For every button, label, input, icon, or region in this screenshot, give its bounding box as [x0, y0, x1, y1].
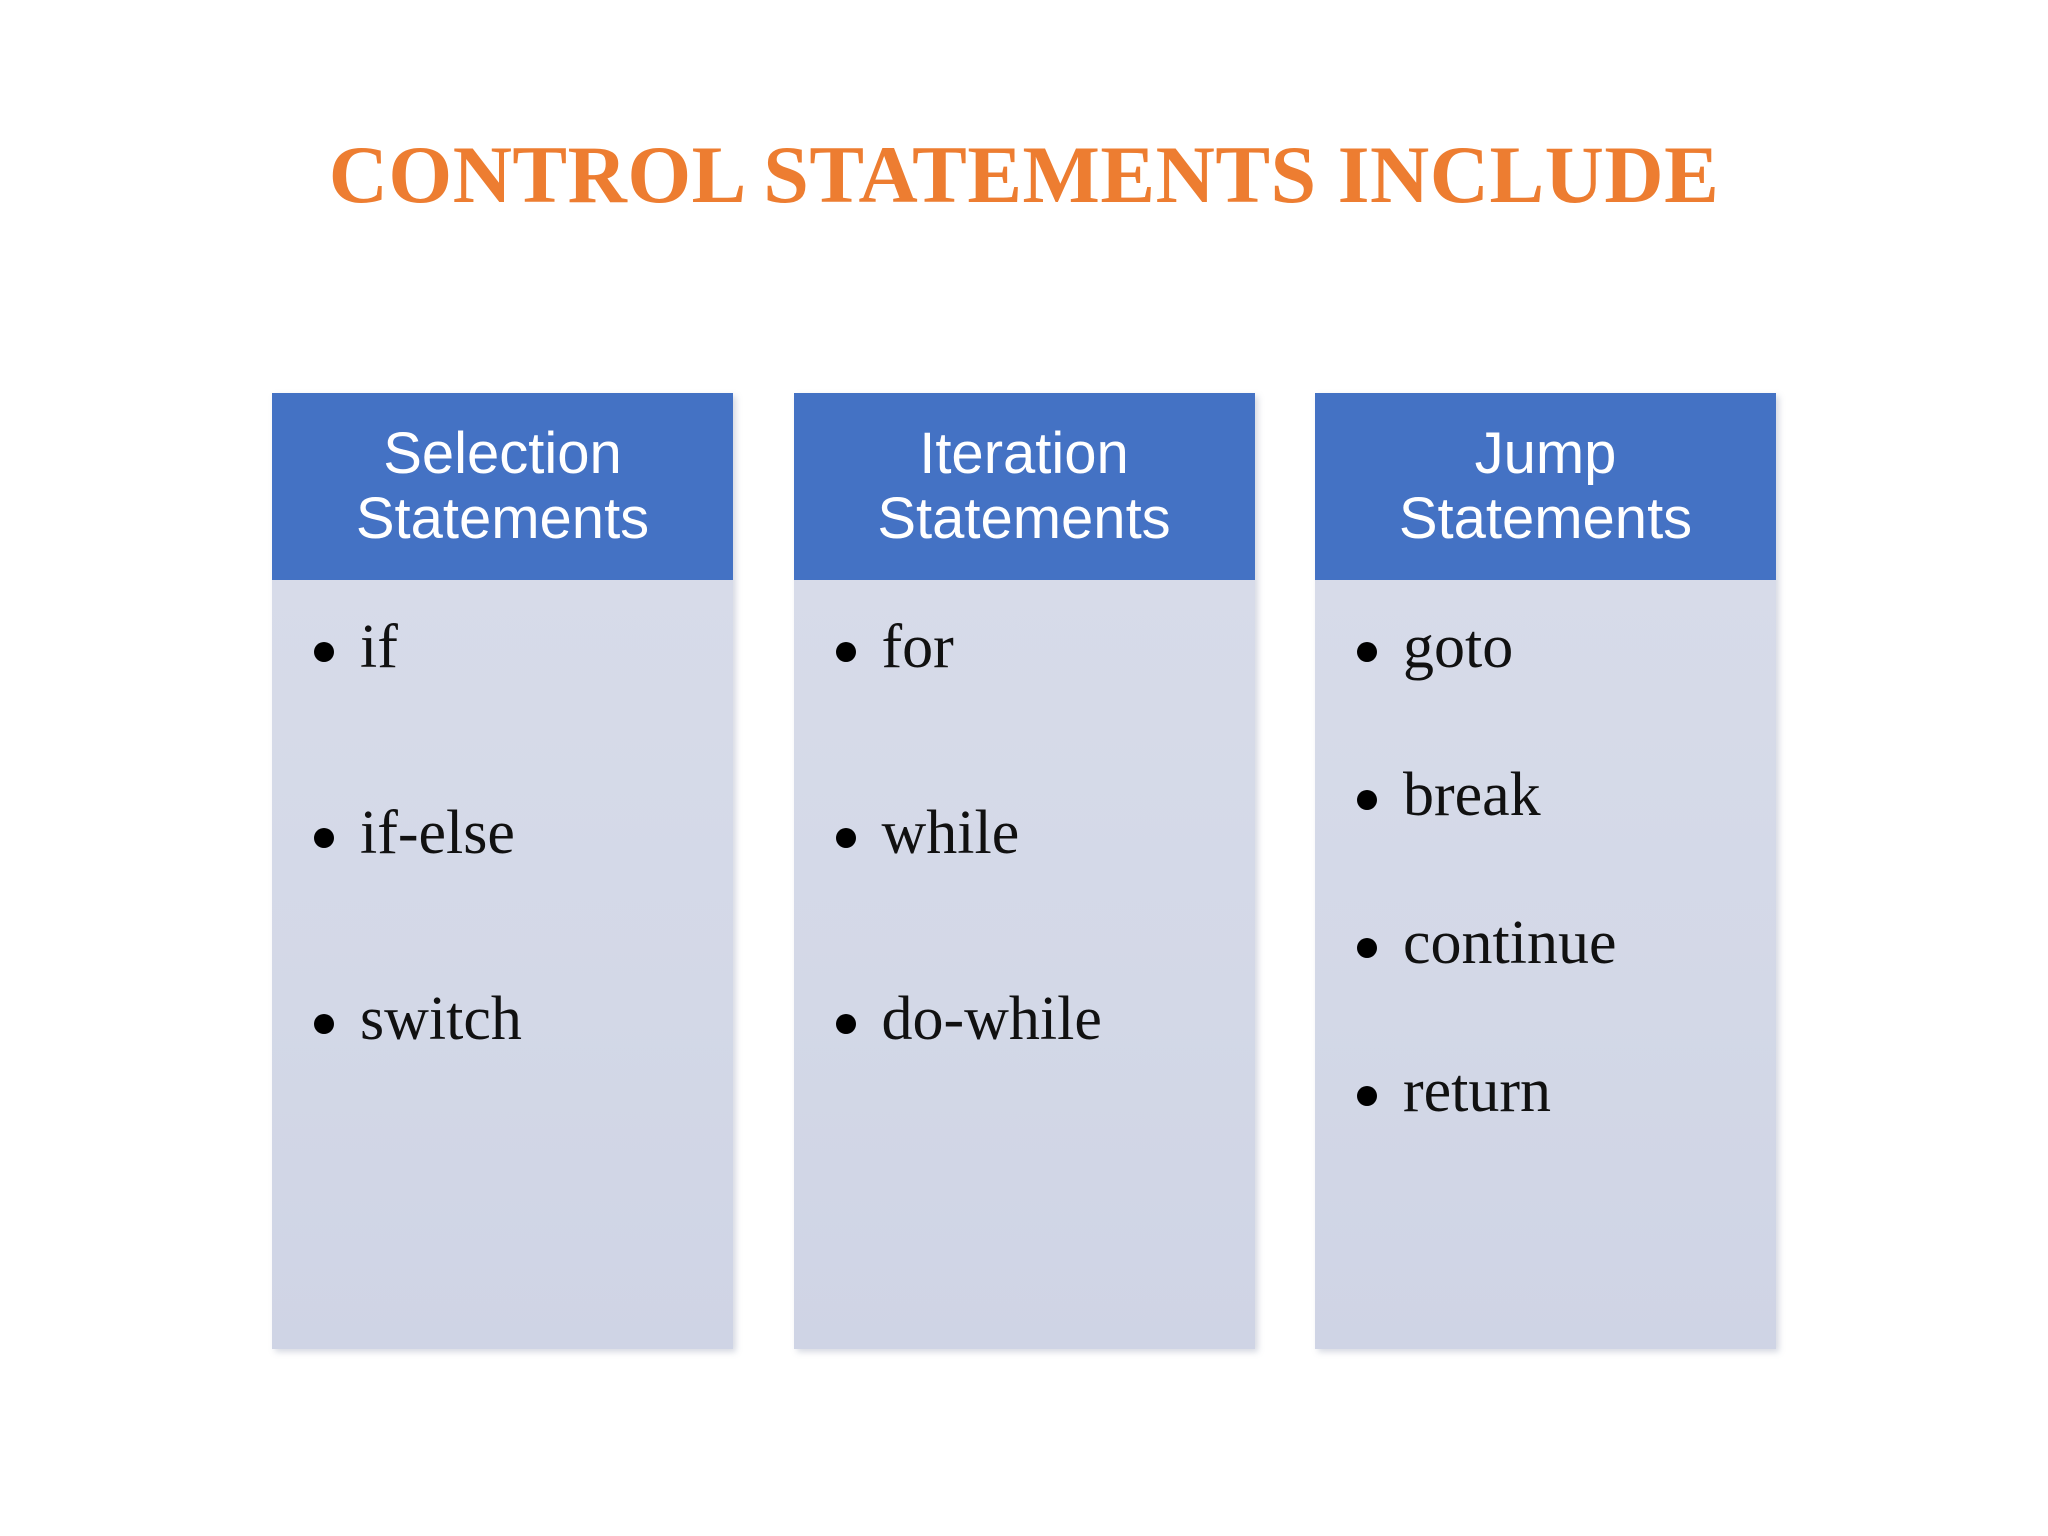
list-item: do-while: [835, 985, 1255, 1053]
list-item: switch: [314, 988, 733, 1050]
column-iteration-statements: Iteration Statements for while do-while: [793, 393, 1255, 1349]
bullet-dot-icon: [314, 1014, 334, 1034]
bullet-list-selection: if if-else switch: [272, 616, 733, 1050]
column-body-iteration: for while do-while: [793, 580, 1255, 1349]
column-header-line2: Statements: [355, 485, 650, 551]
list-item-label: switch: [360, 985, 522, 1053]
bullet-dot-icon: [835, 828, 856, 848]
bullet-dot-icon: [1357, 790, 1377, 810]
column-header-line1: Jump: [1474, 420, 1617, 486]
column-jump-statements: Jump Statements goto break continue: [1315, 393, 1776, 1349]
bullet-dot-icon: [835, 1014, 856, 1034]
statement-columns: Selection Statements if if-else switch: [272, 393, 1776, 1349]
column-selection-statements: Selection Statements if if-else switch: [272, 393, 733, 1349]
list-item: return: [1357, 1060, 1776, 1122]
list-item-label: continue: [1403, 909, 1617, 977]
bullet-dot-icon: [314, 642, 334, 662]
list-item-label: for: [881, 613, 954, 681]
column-header-line1: Iteration: [919, 420, 1129, 486]
page-title: CONTROL STATEMENTS INCLUDE: [328, 129, 1720, 220]
bullet-dot-icon: [835, 642, 856, 662]
bullet-list-jump: goto break continue return: [1315, 616, 1776, 1122]
list-item: if-else: [314, 802, 733, 864]
list-item: if: [314, 616, 733, 678]
bullet-dot-icon: [1357, 1086, 1377, 1106]
column-body-jump: goto break continue return: [1315, 580, 1776, 1349]
column-header-line2: Statements: [1398, 485, 1693, 551]
column-header-iteration: Iteration Statements: [793, 393, 1255, 580]
list-item: while: [835, 799, 1255, 867]
column-header-line1: Selection: [383, 420, 622, 486]
bullet-dot-icon: [1357, 938, 1377, 958]
list-item: goto: [1357, 616, 1776, 678]
list-item-label: do-while: [881, 985, 1102, 1053]
bullet-dot-icon: [1357, 642, 1377, 662]
list-item: for: [835, 613, 1255, 681]
list-item-label: break: [1403, 761, 1541, 829]
column-header-jump: Jump Statements: [1315, 393, 1776, 580]
list-item-label: goto: [1403, 613, 1514, 681]
bullet-list-iteration: for while do-while: [794, 616, 1255, 1050]
list-item-label: return: [1403, 1057, 1552, 1125]
column-body-selection: if if-else switch: [272, 580, 733, 1349]
column-header-line2: Statements: [877, 485, 1171, 551]
list-item-label: while: [881, 799, 1020, 867]
list-item: continue: [1357, 912, 1776, 974]
bullet-dot-icon: [314, 828, 334, 848]
list-item-label: if-else: [360, 799, 515, 867]
column-header-selection: Selection Statements: [272, 393, 733, 580]
list-item-label: if: [360, 613, 398, 681]
list-item: break: [1357, 764, 1776, 826]
